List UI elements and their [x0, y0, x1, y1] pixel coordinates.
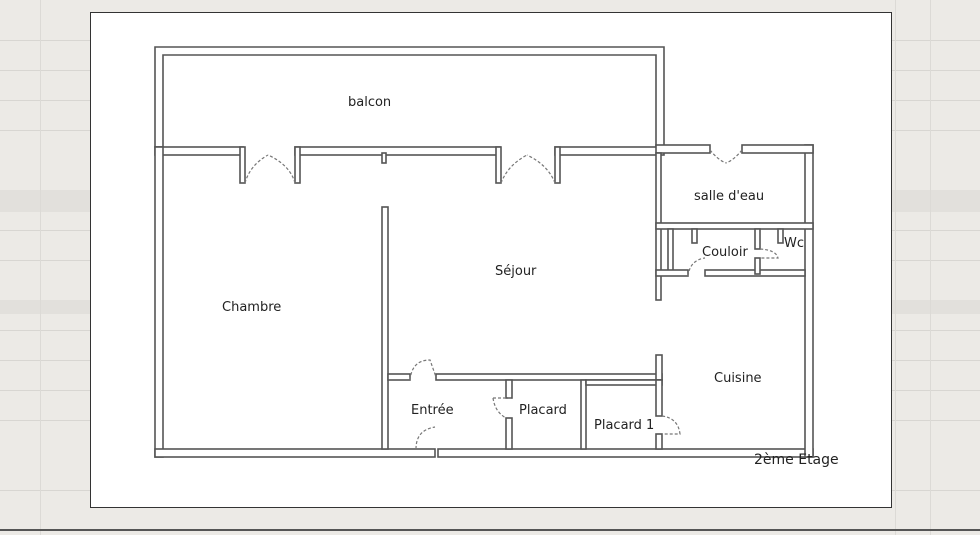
wall-couloir-bottom	[655, 269, 689, 277]
door-entree-top	[409, 359, 437, 381]
wall-right	[804, 144, 814, 458]
room-label-placard1: Placard 1	[594, 418, 655, 433]
room-label-sejour: Séjour	[495, 264, 537, 279]
wall-divider-4	[554, 146, 665, 156]
room-label-couloir: Couloir	[702, 245, 748, 260]
wall-wc-right	[777, 228, 784, 244]
wall-sde-bottom	[655, 222, 814, 230]
wall-divider-3b	[294, 146, 301, 184]
wall-bottom-1	[154, 448, 436, 458]
room-label-wc: Wc	[784, 236, 805, 251]
wall-placard-right	[580, 379, 587, 450]
room-label-cuisine: Cuisine	[714, 371, 762, 386]
door-wc	[759, 248, 779, 259]
wall-placard-left-2	[505, 417, 513, 450]
wall-couloir-left	[667, 228, 674, 275]
page-edge	[0, 529, 980, 531]
door-placard	[492, 397, 512, 419]
wall-stub	[381, 152, 387, 164]
room-label-salle-deau: salle d'eau	[694, 189, 765, 204]
door-couloir	[687, 257, 706, 277]
room-label-placard: Placard	[519, 403, 567, 418]
wall-sde-top-1	[655, 144, 711, 154]
wall-cuisine-left	[655, 354, 663, 381]
wall-entree-top	[435, 373, 663, 381]
wall-left	[154, 146, 164, 458]
wall-entree-top-left	[387, 373, 411, 381]
wall-couloir-mid	[691, 228, 698, 244]
door-placard1	[661, 415, 681, 435]
wall-wc-left	[754, 228, 761, 250]
wall-placard1-right-2	[655, 433, 663, 450]
floor-label: 2ème Etage	[754, 452, 839, 468]
wall-balcony-top	[154, 46, 665, 148]
room-label-balcon: balcon	[348, 95, 392, 110]
room-label-entree: Entrée	[411, 403, 454, 418]
wall-divider-1	[154, 146, 244, 156]
wall-chambre	[381, 206, 389, 450]
wall-placard-left	[505, 379, 513, 399]
door-balcony-right	[500, 154, 556, 184]
room-label-chambre: Chambre	[222, 300, 282, 315]
wall-divider-3	[294, 146, 501, 156]
wall-sde-top-2	[741, 144, 814, 154]
wall-placard1-top	[585, 379, 663, 386]
wall-divider-3c	[495, 146, 502, 184]
wall-divider-2	[239, 146, 246, 184]
wall-wc-left-2	[754, 257, 761, 275]
wall-divider-4b	[554, 146, 561, 184]
door-entree-bottom	[415, 426, 436, 450]
wall-placard1-right	[655, 379, 663, 417]
door-sde	[709, 149, 743, 164]
door-balcony-left	[244, 154, 296, 184]
